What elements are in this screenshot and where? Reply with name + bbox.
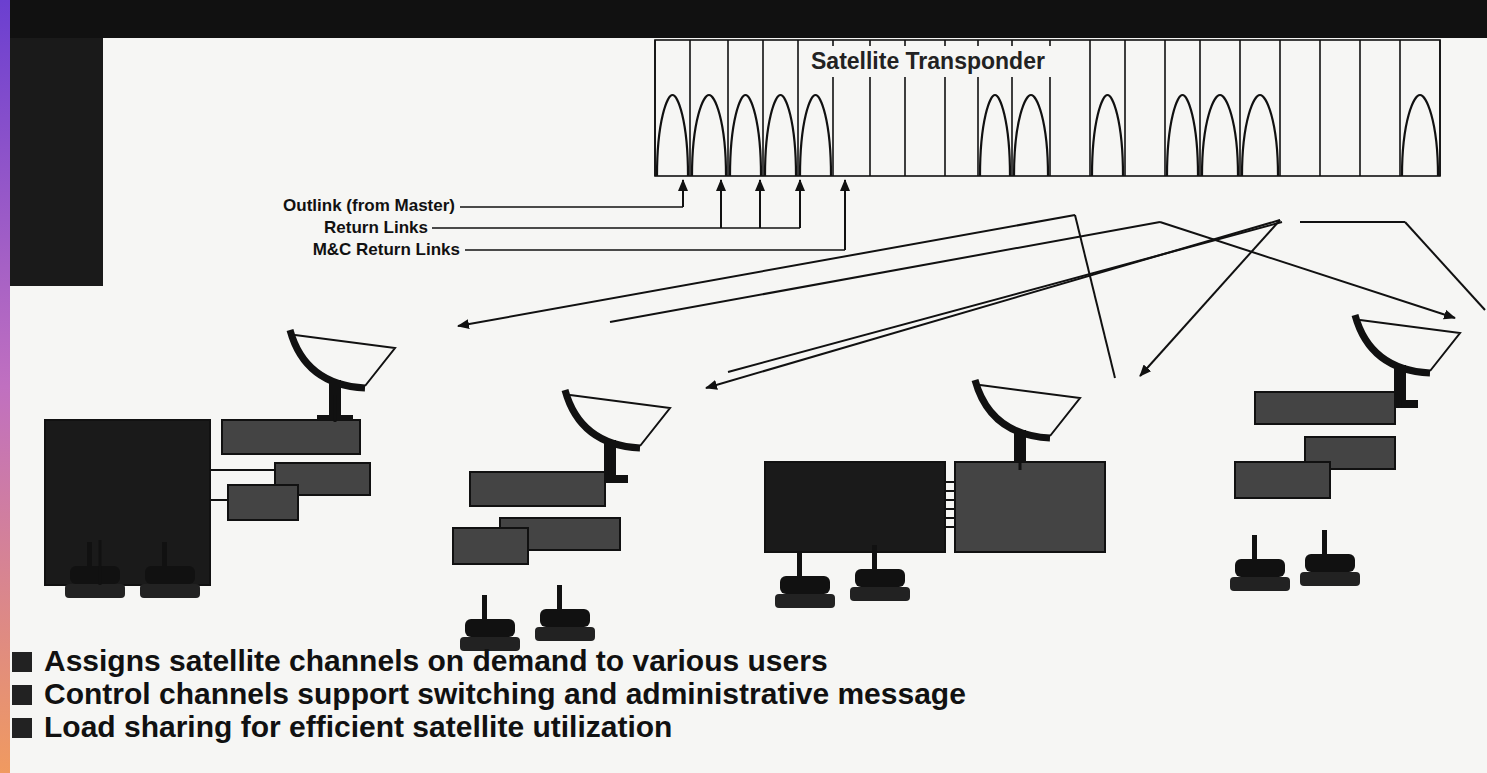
- link-arrows: [432, 180, 845, 250]
- link-label: Return Links: [324, 218, 428, 238]
- bullet-text: Control channels support switching and a…: [44, 677, 966, 711]
- bullet-squares: [12, 652, 32, 738]
- link-label: Outlink (from Master): [283, 196, 455, 216]
- bullet-text: Assigns satellite channels on demand to …: [44, 644, 828, 678]
- ground-stations: [45, 315, 1460, 651]
- corner-block: [10, 38, 103, 286]
- transponder-box: Satellite Transponder: [655, 40, 1440, 176]
- bullet-text: Load sharing for efficient satellite uti…: [44, 710, 672, 744]
- top-bar: [10, 0, 1487, 38]
- transponder-channels: [655, 40, 1440, 176]
- satellite-paths: [458, 215, 1485, 388]
- node-title: Satellite Transponder: [805, 46, 1051, 77]
- link-label: M&C Return Links: [313, 240, 460, 260]
- side-strip: [0, 0, 10, 773]
